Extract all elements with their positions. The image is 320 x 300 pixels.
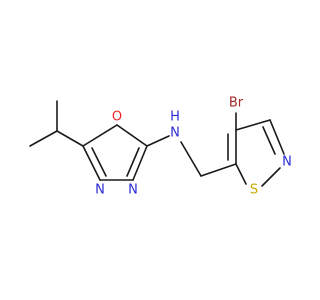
bond-n4-c5	[82, 145, 101, 181]
atom-label-nh-h: H	[170, 110, 180, 125]
bond-c3-n	[269, 119, 285, 155]
bond-c2-n3	[132, 145, 148, 181]
bond-n-s	[261, 167, 281, 187]
bond-isopropyl-ring	[56, 130, 84, 147]
bond-c3-n-double	[262, 126, 276, 155]
molecule-diagram: Br N H O N S N N	[29, 96, 292, 198]
bond-s-c5	[235, 163, 247, 185]
bond-c5-o	[82, 124, 118, 147]
bond-c4-c3	[235, 119, 271, 131]
bond-o-c2	[116, 124, 148, 147]
atom-label-s: S	[250, 183, 258, 198]
bond-nh-ch2	[180, 141, 202, 177]
atom-label-o: O	[112, 110, 122, 125]
bond-c2-nh	[146, 135, 170, 147]
bond-ch2-c5	[200, 163, 237, 177]
atom-label-br: Br	[229, 96, 244, 111]
atom-label-isothiazole-n: N	[282, 155, 292, 170]
bond-c2-n3-double	[126, 147, 140, 177]
bond-methyl-left	[29, 130, 58, 147]
bond-n4-c5-double	[91, 147, 107, 177]
atom-label-oxadiazole-n4: N	[95, 183, 105, 198]
atom-label-nh-n: N	[170, 126, 180, 141]
atom-label-oxadiazole-n3: N	[128, 183, 138, 198]
structure-canvas: Br N H O N S N N	[29, 96, 292, 198]
